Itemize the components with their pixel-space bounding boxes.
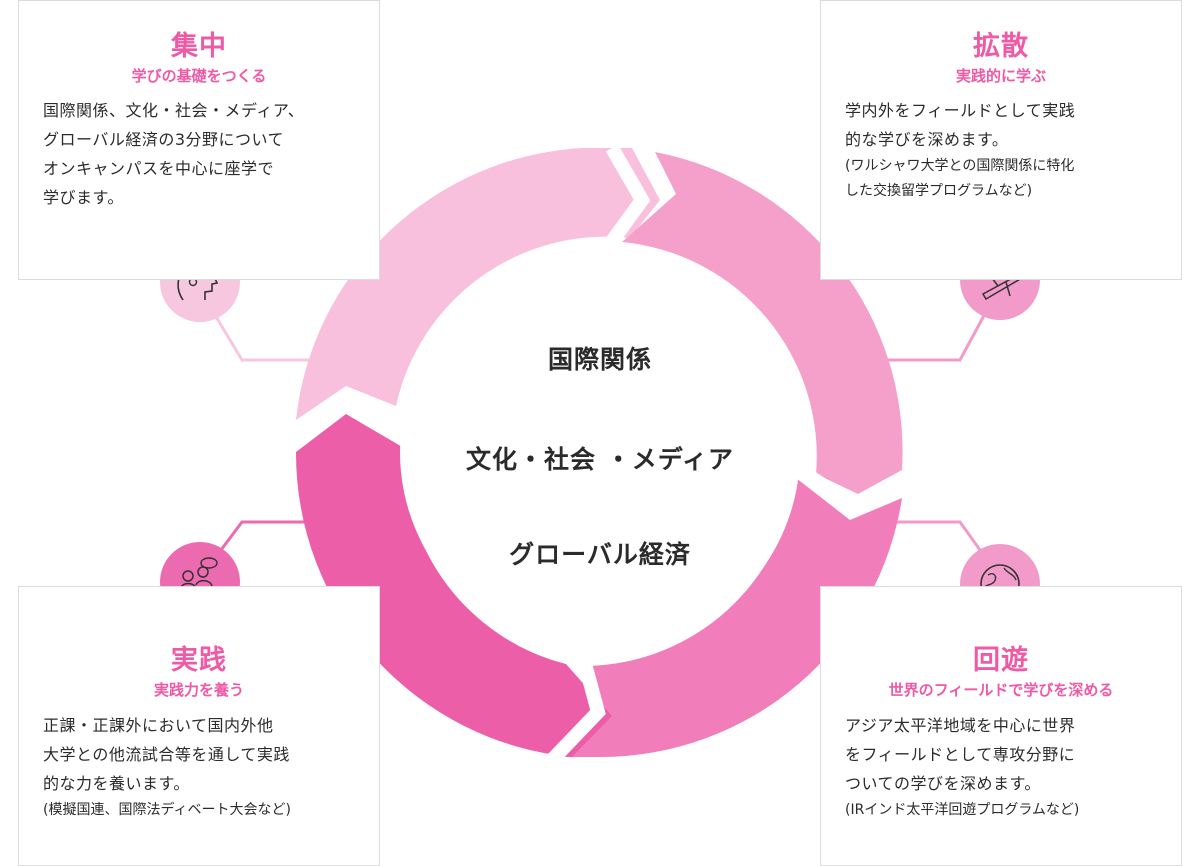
arc-gap-right (796, 464, 909, 514)
arc-circulate (552, 478, 902, 758)
focus-subtitle: 学びの基礎をつくる (131, 67, 267, 85)
arc-gap-left (292, 391, 406, 442)
center-label-global-economy: グローバル経済 (509, 540, 691, 569)
spread-card: 拡散 実践的に学ぶ 学内外をフィールドとして実践 的な学びを深めます。 (ワルシ… (820, 0, 1182, 280)
circulate-card: 回遊 世界のフィールドで学びを深める アジア太平洋地域を中心に世界 をフィールド… (820, 586, 1182, 866)
circulate-title: 回遊 (973, 645, 1029, 676)
practice-title: 実践 (171, 645, 227, 676)
practice-note: (模擬国連、国際法ディベート大会など) (43, 802, 291, 818)
arc-spread (622, 152, 903, 494)
arc-focus (296, 148, 660, 420)
focus-card: 集中 学びの基礎をつくる 国際関係、文化・社会・メディア、 グローバル経済の3分… (18, 0, 380, 280)
spread-subtitle: 実践的に学ぶ (955, 67, 1046, 85)
spread-note: (ワルシャワ大学との国際関係に特化 した交換留学プログラムなど) (845, 158, 1075, 199)
spread-title: 拡散 (973, 31, 1029, 62)
center-label-international-relations: 国際関係 (547, 345, 652, 374)
arc-gap-bottom (546, 658, 606, 765)
circulate-body: アジア太平洋地域を中心に世界 をフィールドとして専攻分野に ついての学びを深めま… (845, 716, 1076, 793)
circulate-note: (IRインド太平洋回遊プログラムなど) (845, 802, 1080, 818)
spread-body: 学内外をフィールドとして実践 的な学びを深めます。 (845, 101, 1076, 149)
practice-body: 正課・正課外において国内外他 大学との他流試合等を通して実践 的な力を養います。 (43, 716, 290, 793)
center-label-culture-society-media: 文化・社会 ・メディア (466, 445, 734, 474)
practice-card: 実践 実践力を養う 正課・正課外において国内外他 大学との他流試合等を通して実践… (18, 586, 380, 866)
focus-body: 国際関係、文化・社会・メディア、 グローバル経済の3分野について オンキャンパス… (43, 101, 305, 207)
practice-subtitle: 実践力を養う (153, 681, 244, 699)
arc-gap-top (604, 144, 651, 249)
focus-title: 集中 (171, 31, 227, 62)
arc-practice (295, 414, 612, 757)
center-disc (400, 252, 800, 652)
circulate-subtitle: 世界のフィールドで学びを深める (888, 681, 1114, 699)
